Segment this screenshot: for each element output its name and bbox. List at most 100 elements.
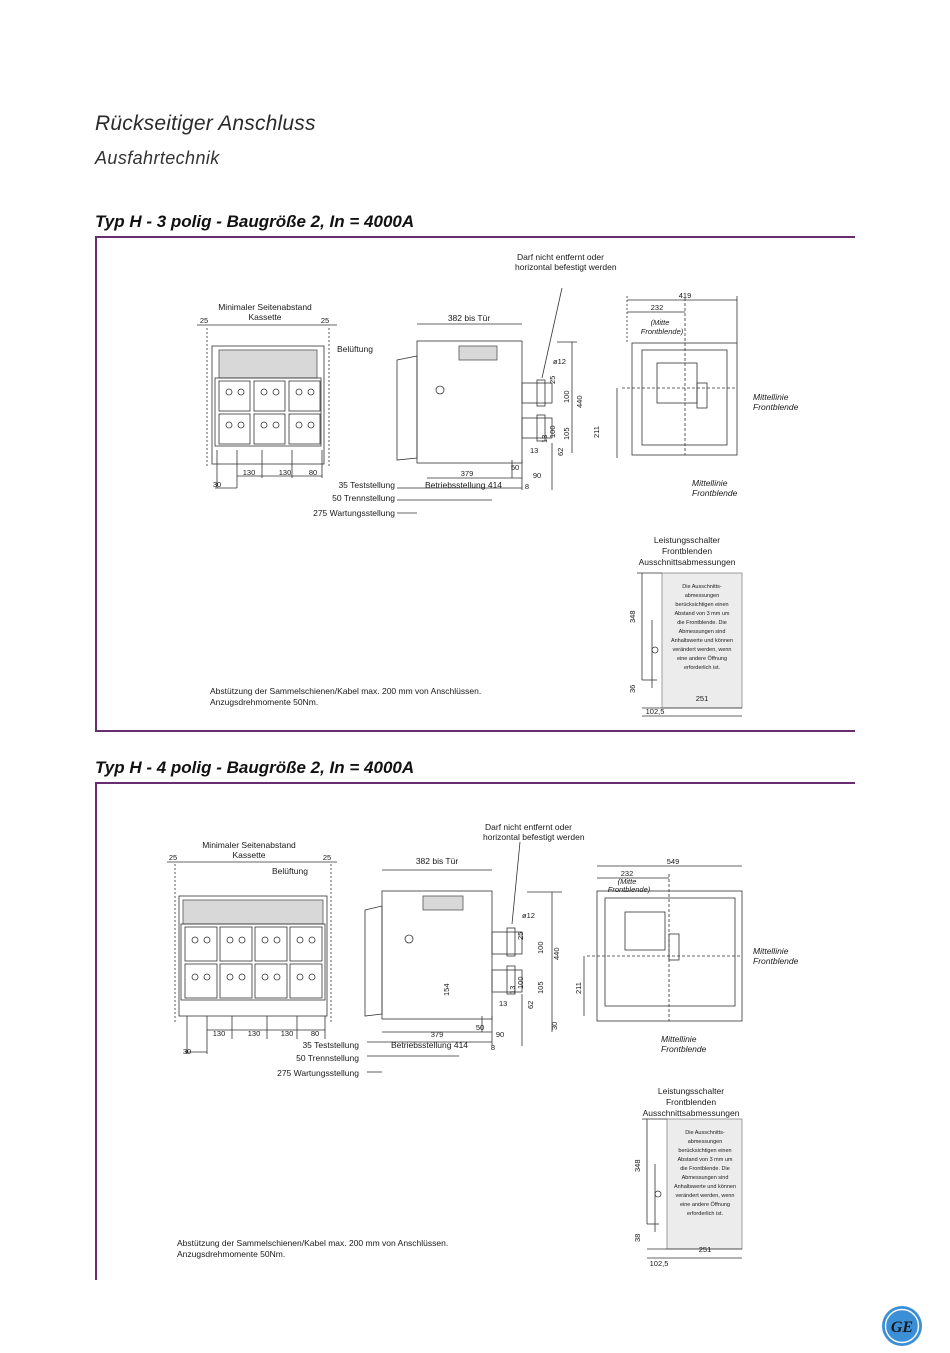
label-ls-1: Leistungsschalter	[654, 535, 720, 545]
dim-348: 348	[633, 1159, 642, 1172]
label-ls-3: Ausschnittsabmessungen	[643, 1108, 740, 1118]
label-trennstellung: 50 Trennstellung	[332, 493, 395, 503]
dim-100b: 100	[516, 976, 525, 989]
svg-text:verändert werden, wenn: verändert werden, wenn	[675, 1193, 734, 1199]
dim-211: 211	[592, 426, 601, 438]
dim-100a: 100	[562, 390, 571, 403]
label-door: 382 bis Tür	[448, 313, 491, 323]
label-mitte-2: Frontblende)	[608, 885, 651, 894]
label-kassette: Kassette	[232, 850, 265, 860]
dim-62: 62	[526, 1001, 535, 1009]
label-warning-1: Darf nicht entfernt oder	[485, 822, 572, 832]
label-trennstellung: 50 Trennstellung	[296, 1053, 359, 1063]
dim-102-5: 102,5	[646, 707, 665, 716]
section-heading-3pol: Typ H - 3 polig - Baugröße 2, In = 4000A	[95, 212, 415, 231]
page-subtitle: Ausfahrtechnik	[95, 148, 220, 168]
svg-text:erforderlich ist.: erforderlich ist.	[687, 1211, 724, 1217]
dim-251: 251	[696, 694, 709, 703]
label-min-side: Minimaler Seitenabstand	[218, 302, 312, 312]
dim-13a: 13	[530, 446, 538, 455]
dim-549: 549	[667, 857, 680, 866]
svg-text:die Frontblende. Die: die Frontblende. Die	[677, 620, 727, 626]
svg-text:Abmessungen sind: Abmessungen sind	[679, 629, 726, 635]
note-line-1: Abstützung der Sammelschienen/Kabel max.…	[177, 1238, 448, 1248]
ge-logo-icon: GE	[882, 1306, 922, 1346]
dim-62: 62	[556, 448, 565, 456]
svg-text:eine andere Öffnung: eine andere Öffnung	[680, 1201, 730, 1208]
svg-text:verändert werden, wenn: verändert werden, wenn	[672, 647, 731, 653]
dim-379: 379	[431, 1030, 444, 1039]
label-min-side: Minimaler Seitenabstand	[202, 840, 296, 850]
svg-text:Abmessungen sind: Abmessungen sind	[682, 1175, 729, 1181]
svg-text:Anhaltswerte und können: Anhaltswerte und können	[671, 638, 733, 644]
dim-13b: 13	[508, 986, 517, 994]
dim-90: 90	[533, 471, 541, 480]
dim-130a: 130	[243, 468, 256, 477]
svg-text:abmessungen: abmessungen	[688, 1139, 723, 1145]
svg-text:abmessungen: abmessungen	[685, 593, 720, 599]
label-mitte-2: Frontblende)	[641, 327, 684, 336]
dim-80: 80	[309, 468, 317, 477]
dim-102-5: 102,5	[650, 1259, 669, 1268]
svg-text:berücksichtigen einen: berücksichtigen einen	[678, 1148, 731, 1154]
label-mittellinie-2b: Frontblende	[661, 1044, 707, 1054]
svg-text:die Frontblende. Die: die Frontblende. Die	[680, 1166, 730, 1172]
svg-text:Abstand von 3 mm um: Abstand von 3 mm um	[674, 611, 729, 617]
dim-80: 80	[311, 1029, 319, 1038]
dim-25b: 25	[321, 316, 329, 325]
dim-105: 105	[536, 981, 545, 994]
label-ls-2: Frontblenden	[666, 1097, 716, 1107]
dim-d12: ø12	[522, 911, 535, 920]
label-mittellinie-1b: Mittellinie	[661, 1034, 697, 1044]
label-teststellung: 35 Teststellung	[302, 1040, 359, 1050]
svg-text:Anhaltswerte und können: Anhaltswerte und können	[674, 1184, 736, 1190]
dim-90: 90	[496, 1030, 504, 1039]
dim-13a: 13	[499, 999, 507, 1008]
note-line-2: Anzugsdrehmomente 50Nm.	[177, 1249, 285, 1259]
cutout-note-box: Die Ausschnitts- abmessungen berücksicht…	[671, 584, 733, 671]
dim-130a: 130	[213, 1029, 226, 1038]
dim-419: 419	[679, 291, 692, 300]
cutout-note-box: Die Ausschnitts- abmessungen berücksicht…	[674, 1130, 736, 1217]
dim-25a: 25	[169, 853, 177, 862]
dim-25b: 25	[323, 853, 331, 862]
dim-130b: 130	[279, 468, 292, 477]
dim-50: 50	[511, 463, 519, 472]
label-mittellinie-1a: Mittellinie	[753, 946, 789, 956]
dim-8: 8	[491, 1043, 495, 1052]
label-door: 382 bis Tür	[416, 856, 459, 866]
dim-105: 105	[562, 427, 571, 440]
dim-348: 348	[628, 610, 637, 623]
label-mitte-1: (Mitte	[618, 877, 637, 886]
label-betriebsstellung: Betriebsstellung 414	[391, 1040, 468, 1050]
label-ls-3: Ausschnittsabmessungen	[639, 557, 736, 567]
label-mittellinie-2a: Frontblende	[753, 956, 799, 966]
dim-30b: 30	[550, 1022, 559, 1030]
dim-25a: 25	[200, 316, 208, 325]
dim-50: 50	[476, 1023, 484, 1032]
note-line-2: Anzugsdrehmomente 50Nm.	[210, 697, 318, 707]
label-mittellinie-1b: Mittellinie	[692, 478, 728, 488]
dim-379: 379	[461, 469, 474, 478]
dim-232: 232	[651, 303, 664, 312]
label-belueftung: Belüftung	[272, 866, 308, 876]
dim-100a: 100	[536, 941, 545, 954]
label-warning-2: horizontal befestigt werden	[483, 832, 585, 842]
drawing-panel-4pol: Minimaler Seitenabstand Kassette 25 25 B…	[95, 782, 855, 1280]
label-warning-2: horizontal befestigt werden	[515, 262, 617, 272]
dim-d12: ø12	[553, 357, 566, 366]
dim-232: 232	[621, 869, 634, 878]
label-kassette: Kassette	[248, 312, 281, 322]
dim-154: 154	[442, 983, 451, 996]
dim-100b: 100	[548, 425, 557, 438]
svg-text:Abstand von 3 mm um: Abstand von 3 mm um	[677, 1157, 732, 1163]
page-title: Rückseitiger Anschluss	[95, 112, 316, 135]
section-heading-4pol: Typ H - 4 polig - Baugröße 2, In = 4000A	[95, 758, 415, 777]
ge-logo-text: GE	[891, 1319, 913, 1336]
dim-130b: 130	[248, 1029, 261, 1038]
dim-8: 8	[525, 482, 529, 491]
svg-text:Die Ausschnitts-: Die Ausschnitts-	[682, 584, 722, 590]
drawing-panel-3pol: Minimaler Seitenabstand Kassette 25 25 B…	[95, 236, 855, 732]
label-mittellinie-2b: Frontblende	[692, 488, 738, 498]
technical-drawing-3pol: Minimaler Seitenabstand Kassette 25 25 B…	[197, 252, 799, 717]
